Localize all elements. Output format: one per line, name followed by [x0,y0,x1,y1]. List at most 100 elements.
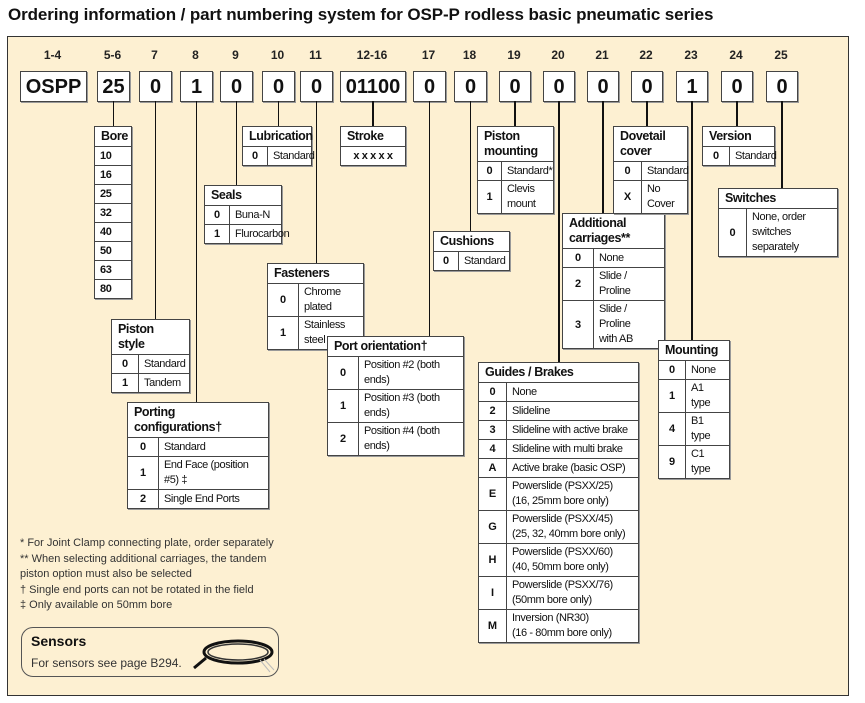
option-description: Active brake (basic OSP) [512,461,626,474]
connector-line [736,101,738,126]
option-description: 16 [100,168,112,181]
table-title: Lubrication [243,127,313,147]
option-code: 3 [479,421,507,439]
option-description: Powerslide (PSXX/60) (40, 50mm bore only… [512,546,613,573]
option-description: Slide / Proline with AB [599,303,633,345]
field-code-box: 0 [499,71,531,102]
option-description: Standard [144,357,186,370]
option-code: 1 [205,225,230,243]
option-description: 63 [100,263,112,276]
table-row: 0 Standard* [478,162,553,180]
field-position-label: 20 [551,48,565,62]
table-row: 40 [95,222,131,241]
option-code: 1 [659,380,686,412]
option-code: E [479,478,507,510]
option-code: 0 [268,284,299,316]
option-description: Position #3 (both ends) [364,392,440,419]
option-description: Slideline [512,404,550,417]
field-position-label: 9 [232,48,239,62]
option-description: Standard* [507,164,553,177]
table-title: Stroke [341,127,405,147]
field-code-box: 01100 [340,71,406,102]
field-position-label: 25 [774,48,788,62]
field-code-box: 0 [543,71,575,102]
field-position-label: 17 [421,48,436,62]
option-description: 25 [100,187,112,200]
field-position-label: 24 [729,48,743,62]
option-code: 0 [478,162,502,180]
table-row: 10 [95,147,131,165]
option-code: 1 [128,457,159,489]
field-code-box: 1 [180,71,213,102]
option-code: 1 [268,317,299,349]
table-title: Guides / Brakes [479,363,638,383]
option-description: Buna-N [235,208,270,221]
option-description: Inversion (NR30) (16 - 80mm bore only) [512,612,612,639]
option-code: 0 [434,252,459,270]
connector-line [315,101,317,263]
option-description: Slide / Proline [599,270,631,297]
connector-line [154,101,156,319]
field-position-label: 11 [309,48,322,62]
option-description: Single End Ports [164,492,240,505]
field-position-label: 18 [462,48,477,62]
option-description: Powerslide (PSXX/45) (25, 32, 40mm bore … [512,513,626,540]
option-description: Standard [647,164,689,177]
option-description: Powerslide (PSXX/76) (50mm bore only) [512,579,613,606]
connector-line [558,101,560,362]
table-title: Piston mounting [478,127,553,162]
field-position-label: 1-4 [43,48,62,62]
option-code: I [479,577,507,609]
field-position-label: 10 [270,48,285,62]
table-title: Porting configurations† [128,403,268,438]
connector-line [691,101,693,340]
footnotes: * For Joint Clamp connecting plate, orde… [20,536,274,614]
table-title: Port orientation† [328,337,463,357]
option-description: Position #2 (both ends) [364,359,440,386]
connector-line [372,101,374,126]
option-description: 10 [100,149,112,162]
field-code-box: 0 [766,71,798,102]
option-code: M [479,610,507,642]
connector-line [112,101,114,126]
option-code: 4 [659,413,686,445]
table-row: 63 [95,260,131,279]
field-code-box: 0 [413,71,446,102]
option-description: None [599,251,624,264]
option-description: Tandem [144,376,181,389]
connector-line [469,101,471,231]
field-code-box: 0 [721,71,753,102]
connector-line [646,101,648,126]
option-description: Chrome plated [304,286,341,313]
option-code: 2 [328,423,359,455]
table-row: 50 [95,241,131,260]
table-title: Seals [205,186,281,206]
option-code: 0 [243,147,268,165]
